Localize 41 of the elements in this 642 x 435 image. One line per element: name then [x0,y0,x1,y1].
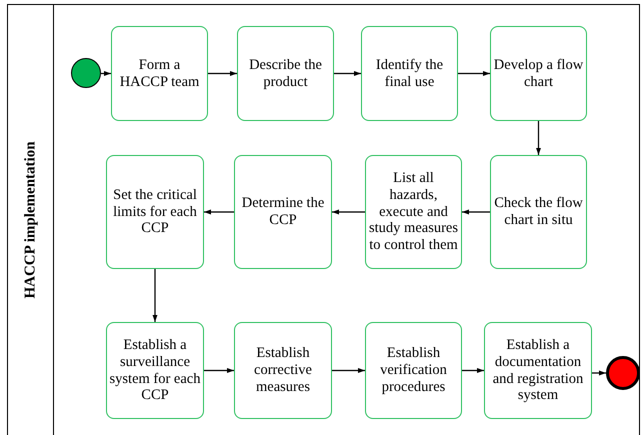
start-event-circle [71,58,101,88]
step-text: Develop a flow chart [493,56,584,90]
step-text: Establish corrective measures [253,345,313,396]
swimlane-pool [7,4,640,435]
step-text: Describe the product [248,56,323,90]
end-event-circle [606,356,640,390]
process-box [234,155,332,269]
process-box [237,26,334,121]
process-box [490,26,587,121]
step-text: Determine the CCP [240,195,326,229]
arrow [332,210,365,214]
process-box [234,322,332,419]
process-box [490,155,587,269]
step-text: Establish a documentation and registration system [492,337,584,404]
arrow [592,370,606,376]
step-text: Establish a surveillance system for each CCP [109,337,201,404]
process-box [106,322,204,419]
process-box [484,322,592,419]
step-text: Check the flow chart in situ [493,195,584,229]
arrow [152,269,158,322]
arrow [208,71,237,76]
lane-title: HACCP implementation [22,141,39,299]
step-text: List all hazards, execute and study measures to control them [368,170,459,254]
arrow [334,71,361,76]
arrow [204,210,234,214]
arrow [458,71,490,76]
arrow [332,368,365,373]
arrow [204,368,234,373]
arrow [536,121,541,155]
process-box [365,322,462,419]
step-text: Establish verification procedures [379,345,448,396]
process-box [106,155,204,269]
process-box [361,26,458,121]
step-text: Form a HACCP team [118,56,200,90]
step-text: Identify the final use [374,56,444,90]
arrow [462,368,484,373]
step-text: Set the critical limits for each CCP [112,186,198,237]
process-box [111,26,208,121]
arrow [462,210,490,214]
process-box [365,155,462,269]
arrow [101,71,111,76]
